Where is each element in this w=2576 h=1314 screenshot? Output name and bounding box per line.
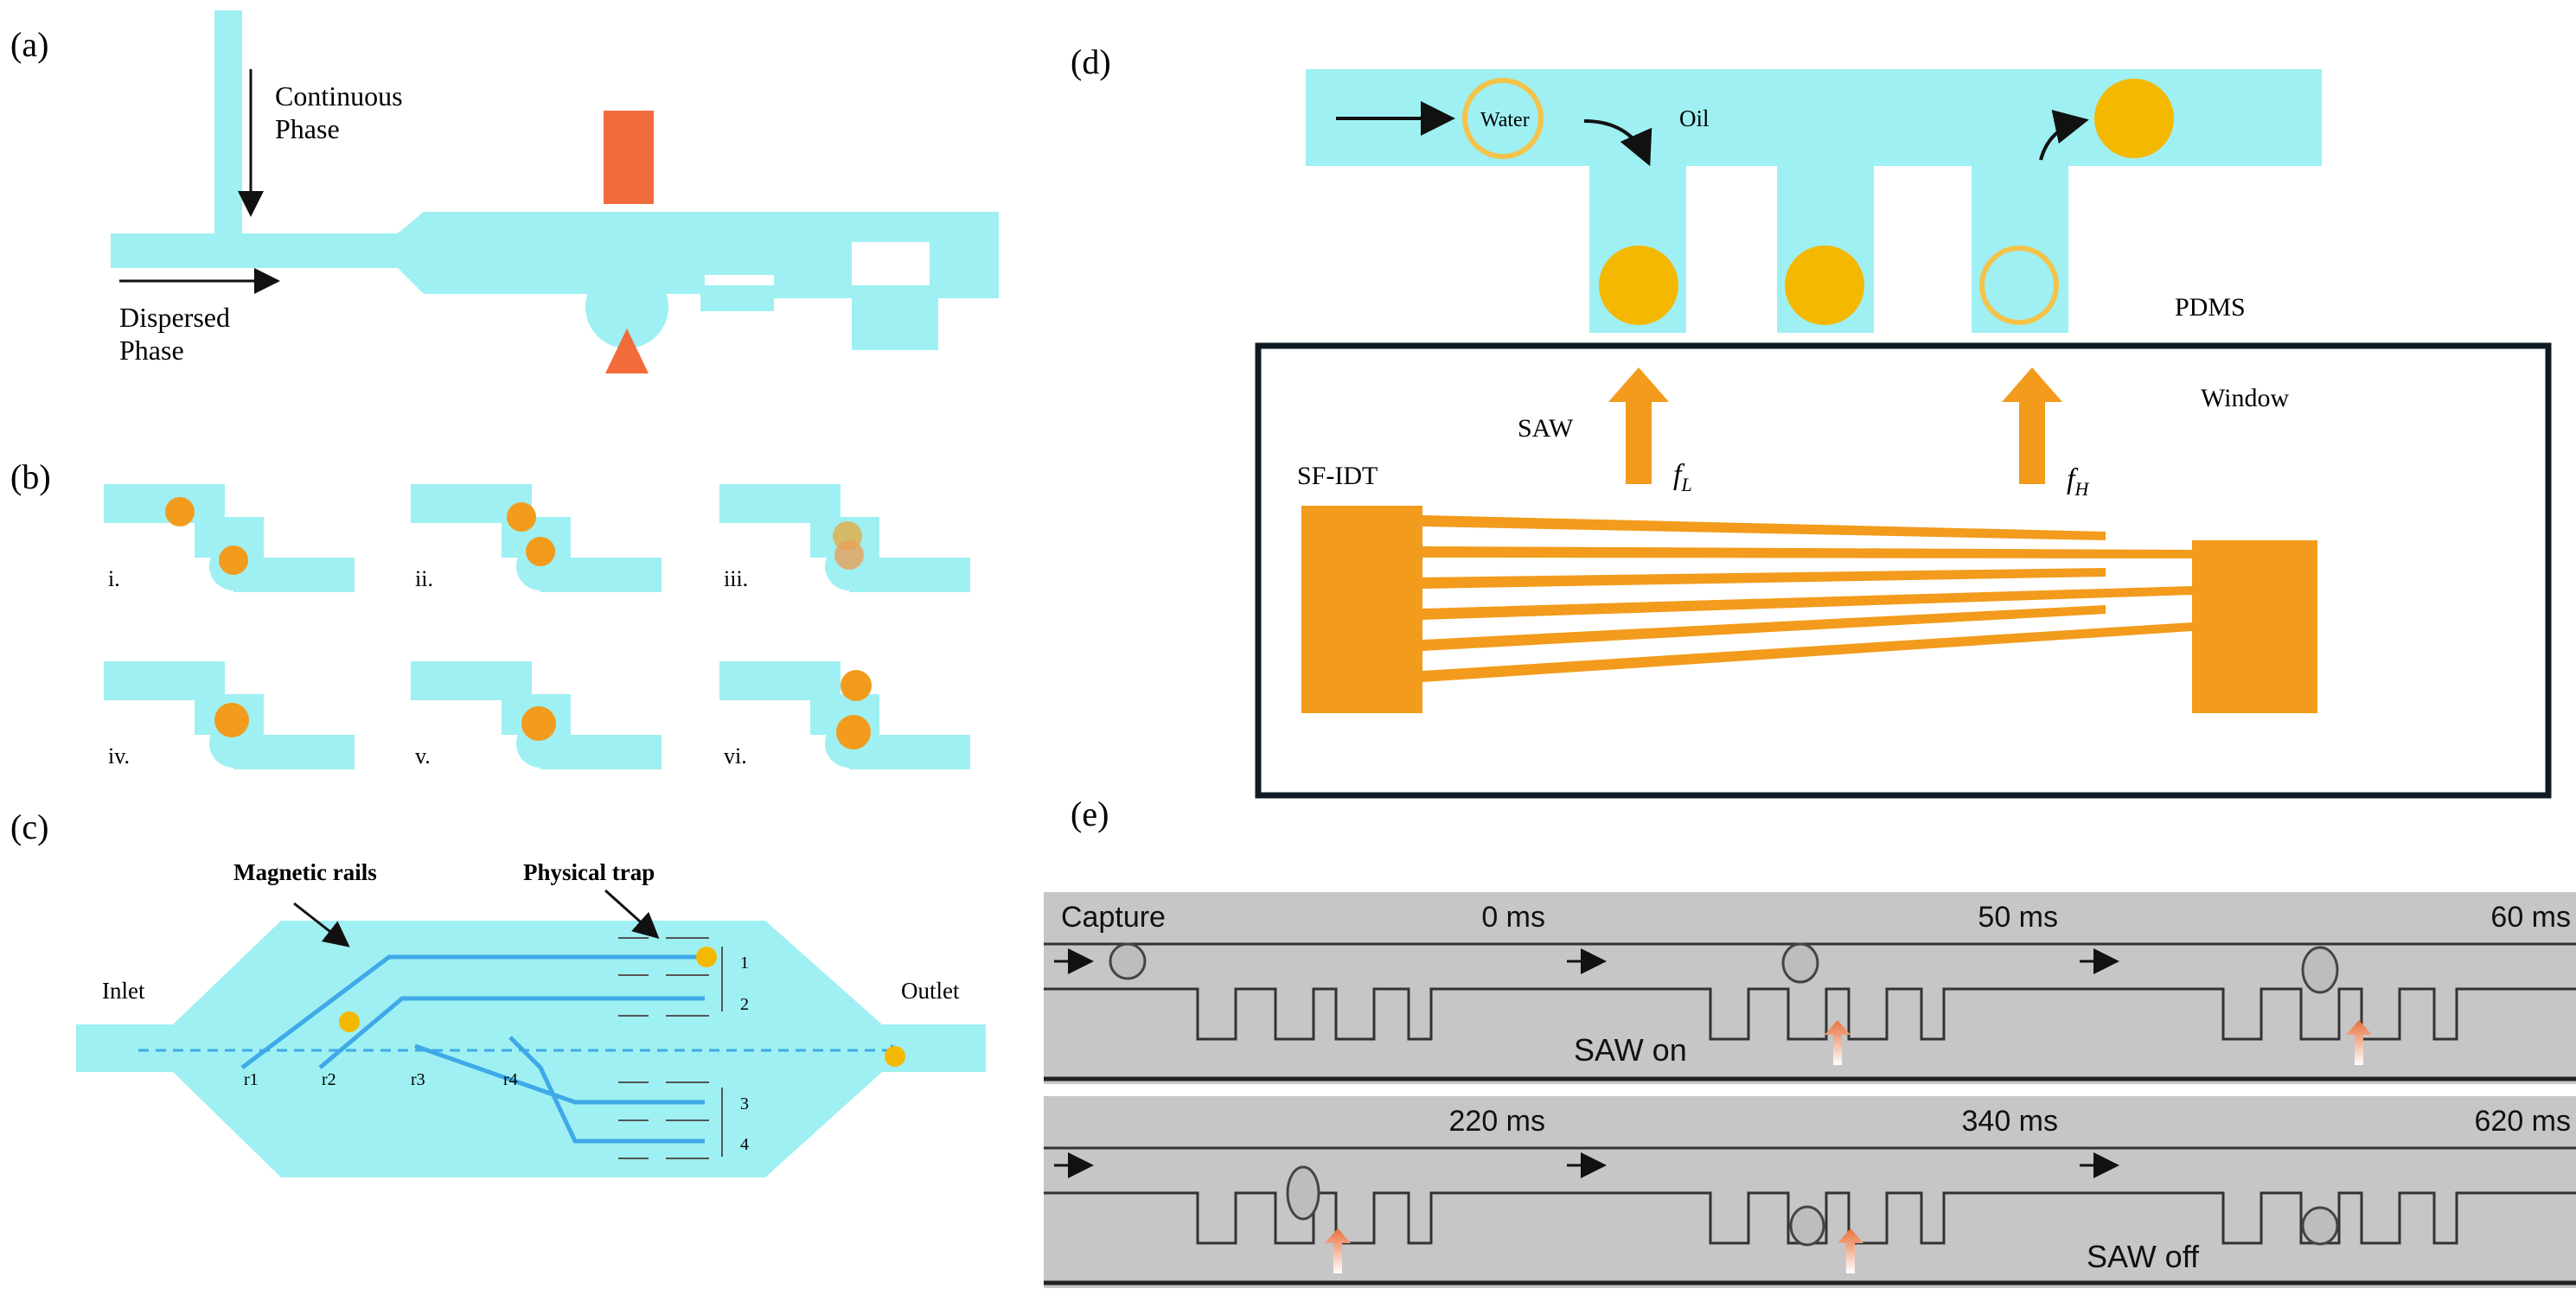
frame-620ms: 620 ms SAW off — [2069, 1096, 2576, 1288]
oil-label: Oil — [1679, 105, 1710, 131]
inlet-label: Inlet — [102, 978, 145, 1004]
saw-on-label: SAW on — [1574, 1032, 1687, 1068]
panel-b-step-vi: vi. — [719, 661, 970, 769]
frame-340ms: 340 ms — [1556, 1096, 2070, 1288]
saw-arrow-low — [1608, 367, 1669, 484]
step-label-iii: iii. — [724, 566, 748, 591]
panel-b-step-iv: iv. — [104, 661, 355, 769]
time-620ms: 620 ms — [2475, 1105, 2572, 1138]
frame-60ms: 60 ms — [2069, 892, 2576, 1084]
panel-d: (d) Water Oil PDMS Window SAW SF-IDT fL … — [1071, 42, 2552, 799]
panel-d-label: (d) — [1071, 42, 1111, 81]
window-frame — [1255, 342, 2552, 799]
panel-a-channel — [111, 10, 999, 350]
trap-label-1: 1 — [740, 954, 749, 973]
droplet-moving — [339, 1011, 360, 1032]
f-high-label: fH — [2067, 463, 2089, 500]
time-60ms: 60 ms — [2490, 901, 2571, 934]
rail-label-r2: r2 — [322, 1070, 336, 1089]
trap-label-4: 4 — [740, 1135, 749, 1154]
droplet-outlet — [885, 1046, 905, 1067]
time-220ms: 220 ms — [1449, 1105, 1546, 1138]
panel-c-chamber — [76, 921, 986, 1177]
time-50ms: 50 ms — [1978, 901, 2058, 934]
droplet-well-3-empty — [1979, 246, 2059, 325]
panel-b-step-v: v. — [411, 661, 662, 769]
window-label: Window — [2201, 384, 2289, 412]
water-label: Water — [1480, 109, 1530, 131]
panel-b: (b) i. ii. iii. iv. v. — [10, 457, 970, 769]
step-label-iv: iv. — [108, 743, 130, 769]
panel-c-label: (c) — [10, 807, 48, 846]
frame-50ms: 50 ms SAW on — [1556, 892, 2070, 1084]
droplet-trapped — [696, 947, 717, 967]
physical-trap-label: Physical trap — [523, 859, 655, 885]
trap-label-3: 3 — [740, 1094, 749, 1113]
frame-220ms: 220 ms — [1044, 1096, 1557, 1288]
saw-label: SAW — [1518, 414, 1574, 443]
continuous-phase-label-2: Phase — [275, 113, 340, 144]
panel-a-triangle — [605, 328, 649, 373]
saw-arrow-50ms — [1825, 1020, 1851, 1065]
dispersed-phase-label-2: Phase — [119, 335, 184, 366]
time-0ms: 0 ms — [1481, 901, 1545, 934]
magnetic-rails-label: Magnetic rails — [233, 859, 377, 885]
f-low-label: fL — [1673, 459, 1692, 495]
droplet-released — [2094, 79, 2174, 158]
dispersed-phase-label: Dispersed — [119, 302, 230, 333]
outlet-label: Outlet — [901, 978, 960, 1004]
sf-idt-electrodes — [1301, 506, 2317, 713]
saw-arrow-220ms — [1325, 1228, 1351, 1273]
saw-arrow-60ms — [2346, 1020, 2372, 1065]
capture-label: Capture — [1061, 901, 1166, 934]
panel-b-label: (b) — [10, 457, 51, 496]
step-label-v: v. — [415, 743, 431, 769]
panel-a-actuator-rect — [604, 111, 654, 204]
trap-label-2: 2 — [740, 995, 749, 1014]
panel-c: (c) Magnetic rails Physical trap I — [10, 807, 986, 1177]
panel-e-label: (e) — [1071, 794, 1109, 833]
panel-a-label: (a) — [10, 25, 48, 64]
rail-label-r1: r1 — [244, 1070, 259, 1089]
water-droplet — [1462, 78, 1544, 159]
panel-a: (a) Continuous Phase Dispersed Phase — [10, 10, 999, 373]
panel-e: (e) Capture 0 ms 50 ms SAW on 60 ms — [1044, 794, 2576, 1288]
saw-arrow-340ms — [1838, 1228, 1863, 1273]
sf-idt-label: SF-IDT — [1297, 462, 1377, 490]
frame-0ms: Capture 0 ms — [1044, 892, 1557, 1084]
panel-b-step-ii: ii. — [411, 484, 662, 592]
step-label-i: i. — [108, 566, 120, 591]
droplet-well-1 — [1599, 246, 1678, 325]
step-label-ii: ii. — [415, 566, 433, 591]
saw-off-label: SAW off — [2087, 1239, 2200, 1274]
panel-b-step-i: i. — [104, 484, 355, 592]
step-label-vi: vi. — [724, 743, 747, 769]
rail-label-r3: r3 — [411, 1070, 425, 1089]
time-340ms: 340 ms — [1962, 1105, 2059, 1138]
pdms-label: PDMS — [2175, 293, 2246, 322]
panel-b-step-iii: iii. — [719, 484, 970, 592]
continuous-phase-label: Continuous — [275, 80, 403, 112]
saw-arrow-high — [2002, 367, 2062, 484]
rail-label-r4: r4 — [503, 1070, 518, 1089]
magnetic-rails — [240, 954, 705, 1144]
droplet-well-2 — [1785, 246, 1864, 325]
